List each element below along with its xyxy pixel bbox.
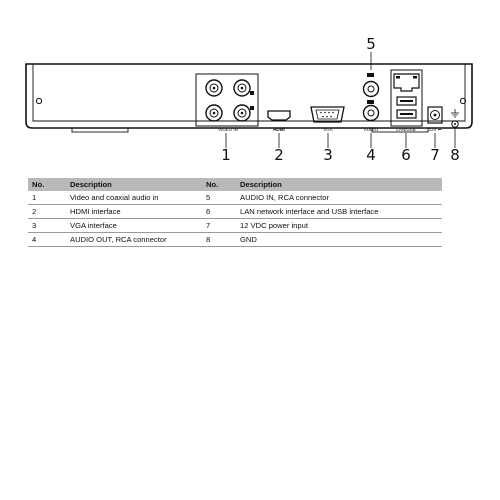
- callout-leaders: [225, 52, 456, 148]
- table-header-row: No. Description No. Description: [28, 178, 442, 191]
- power-label: 12V ⎓: [429, 127, 442, 132]
- table-row: 3 VGA interface 7 12 VDC power input: [28, 218, 442, 233]
- table-cell: GND: [236, 232, 442, 247]
- callout-number: 2: [274, 146, 284, 164]
- audio-in-marker: [367, 73, 374, 77]
- callout-number: 6: [401, 146, 411, 164]
- interface-legend-table: No. Description No. Description 1 Video …: [28, 178, 442, 247]
- callout-number: 1: [221, 146, 231, 164]
- ground-screw-icon: [451, 120, 459, 128]
- video-in-block: [195, 73, 259, 127]
- table-cell: LAN network interface and USB interface: [236, 204, 442, 219]
- power-jack-icon: [427, 106, 443, 124]
- vga-port-icon: [310, 106, 345, 123]
- table-row: 2 HDMI interface 6 LAN network interface…: [28, 204, 442, 219]
- audio-label: AUDIO: [364, 127, 379, 132]
- column-header: Description: [66, 178, 202, 191]
- column-header: No.: [202, 178, 236, 191]
- rca-audio-in-icon: [362, 80, 380, 98]
- chassis-inner-line: [32, 64, 466, 122]
- lan-usb-label: LAN/USB: [396, 127, 415, 132]
- vga-label: VGA: [323, 127, 333, 132]
- usb-port-icon: [396, 96, 417, 106]
- chassis-outline: [25, 63, 473, 129]
- bnc-connector-icon: [205, 79, 223, 97]
- table-cell: AUDIO OUT, RCA connector: [66, 232, 202, 247]
- audio-out-marker: [367, 100, 374, 104]
- table-cell: 1: [28, 191, 66, 205]
- video-in-label: VIDEO IN: [218, 127, 238, 132]
- table-cell: 12 VDC power input: [236, 218, 442, 233]
- ground-icon: [451, 109, 459, 118]
- bnc-connector-icon: [233, 79, 251, 97]
- table-row: 1 Video and coaxial audio in 5 AUDIO IN,…: [28, 191, 442, 205]
- callout-number: 5: [366, 35, 376, 53]
- bnc-connector-icon: [205, 104, 223, 122]
- table-row: 4 AUDIO OUT, RCA connector 8 GND: [28, 232, 442, 247]
- table-cell: 2: [28, 204, 66, 219]
- table-cell: VGA interface: [66, 218, 202, 233]
- column-header: Description: [236, 178, 442, 191]
- hdmi-label: HDMI: [273, 127, 285, 132]
- channel-marker: [250, 106, 254, 110]
- table-cell: 3: [28, 218, 66, 233]
- lan-usb-block: [390, 69, 423, 127]
- bnc-connector-icon: [233, 104, 251, 122]
- callout-number: 7: [430, 146, 440, 164]
- table-cell: Video and coaxial audio in: [66, 191, 202, 205]
- table-cell: 5: [202, 191, 236, 205]
- callout-number: 4: [366, 146, 376, 164]
- chassis-foot-left: [71, 127, 129, 133]
- chassis-foot-right: [371, 127, 429, 133]
- screw-left-icon: [35, 97, 43, 105]
- lan-port-icon: [393, 73, 420, 92]
- table-cell: 4: [28, 232, 66, 247]
- screw-right-icon: [459, 97, 467, 105]
- table-cell: AUDIO IN, RCA connector: [236, 191, 442, 205]
- rca-audio-out-icon: [362, 104, 380, 122]
- rear-panel-diagram: VIDEO IN HDMI VGA AUDIO LAN/USB: [25, 35, 473, 164]
- table-cell: 7: [202, 218, 236, 233]
- callout-number: 3: [323, 146, 333, 164]
- table-cell: 8: [202, 232, 236, 247]
- callout-number: 8: [450, 146, 460, 164]
- usb-port-icon: [396, 109, 417, 119]
- table-cell: HDMI interface: [66, 204, 202, 219]
- table-cell: 6: [202, 204, 236, 219]
- hdmi-port-icon: [267, 110, 291, 121]
- channel-marker: [250, 91, 254, 95]
- column-header: No.: [28, 178, 66, 191]
